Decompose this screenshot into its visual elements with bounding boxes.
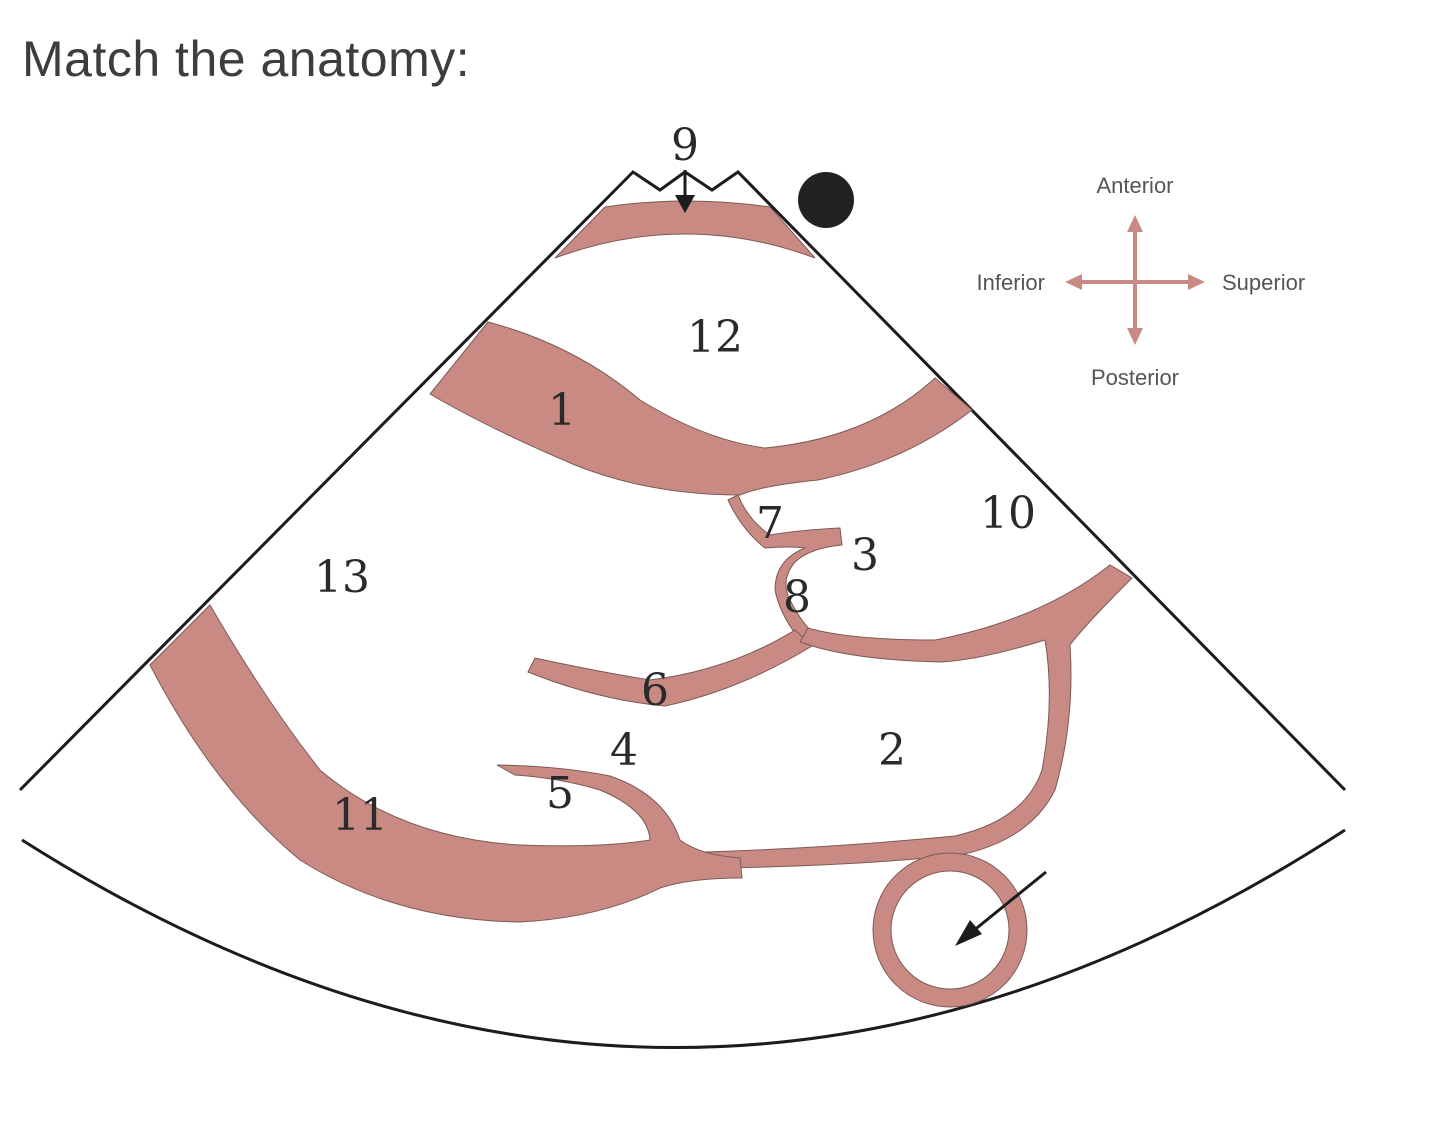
structure-6-branch [527, 629, 813, 707]
orientation-dot [798, 172, 854, 228]
label-13: 13 [314, 552, 370, 603]
structure-2-10-vessel [703, 564, 1133, 869]
sector-arc [21, 828, 1346, 1049]
orientation-superior: Superior [1222, 270, 1305, 295]
question-title: Match the anatomy: [22, 31, 471, 87]
label-11: 11 [332, 790, 388, 841]
label-3: 3 [851, 530, 879, 581]
structure-9-wall [554, 200, 816, 259]
label-5: 5 [546, 768, 574, 819]
label-12: 12 [687, 312, 743, 363]
vessel-ring [873, 853, 1027, 1007]
structure-11-wall [149, 604, 743, 923]
orientation-posterior: Posterior [1091, 365, 1179, 390]
orientation-anterior: Anterior [1096, 173, 1173, 198]
label-8: 8 [783, 572, 811, 623]
ring-arrow-head [955, 920, 982, 946]
label-2: 2 [878, 725, 906, 776]
label-1: 1 [548, 385, 576, 436]
label-10: 10 [980, 488, 1036, 539]
label-4: 4 [610, 725, 638, 776]
label-6: 6 [641, 665, 669, 716]
structure-1-wall [429, 321, 973, 496]
label-9: 9 [671, 120, 699, 171]
orientation-inferior: Inferior [977, 270, 1045, 295]
orientation-compass [1065, 215, 1205, 345]
label-7: 7 [756, 498, 784, 549]
structure-7-3-8 [727, 494, 843, 641]
apex-arrow-head [675, 195, 695, 213]
